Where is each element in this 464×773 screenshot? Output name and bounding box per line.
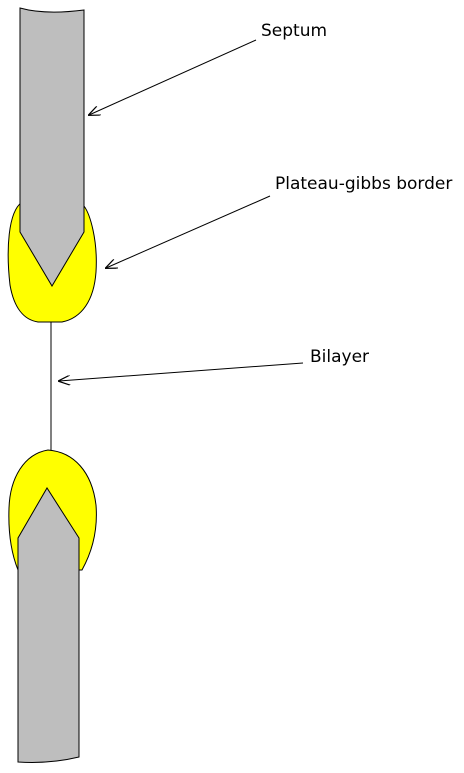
septum-arrow <box>89 39 257 115</box>
plateau-gibbs-border-label: Plateau-gibbs border <box>275 174 452 194</box>
bottom-septum <box>17 487 80 763</box>
bilayer-arrow <box>59 362 304 381</box>
septum-label: Septum <box>261 21 327 41</box>
top-septum <box>19 7 85 287</box>
bilayer-label: Bilayer <box>310 347 369 367</box>
plateau-gibbs-arrow <box>106 195 271 268</box>
